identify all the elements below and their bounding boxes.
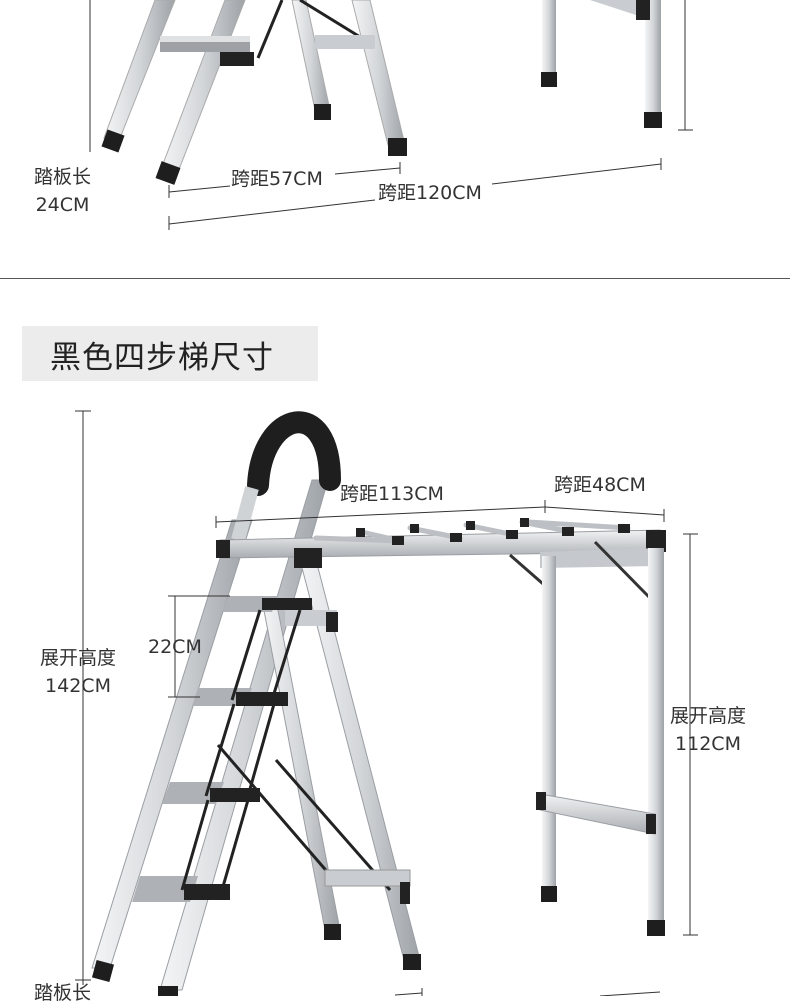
step-3	[162, 782, 260, 804]
top-span-small: 跨距57CM	[231, 168, 323, 190]
top-ladder	[101, 0, 662, 185]
bottom-dimension-lines	[75, 410, 698, 996]
top-tread-label-text: 踏板长	[34, 166, 92, 188]
top-span-large: 跨距120CM	[378, 182, 482, 204]
step-gap-label: 22CM	[148, 636, 202, 658]
section-title-box: 黑色四步梯尺寸	[22, 326, 318, 381]
left-height-label-text: 展开高度	[40, 647, 117, 669]
right-height-label: 展开高度 112CM	[670, 703, 746, 758]
main-ladder	[91, 411, 421, 996]
left-height-label: 展开高度 142CM	[40, 645, 116, 700]
step-2	[192, 688, 288, 706]
section-title: 黑色四步梯尺寸	[50, 340, 274, 376]
top-dimension-lines	[89, 0, 693, 230]
section-divider	[0, 278, 790, 279]
left-height-value: 142CM	[45, 674, 111, 697]
span-48-label: 跨距48CM	[554, 474, 646, 496]
step-4	[132, 876, 230, 902]
right-height-label-text: 展开高度	[670, 705, 747, 727]
top-tread-value: 24CM	[35, 193, 90, 216]
drying-rack	[216, 518, 666, 936]
top-tread-label: 踏板长 24CM	[34, 164, 91, 219]
right-height-value: 112CM	[675, 732, 741, 755]
span-113-label: 跨距113CM	[340, 483, 444, 505]
bottom-tread-label: 踏板长	[34, 982, 92, 1004]
